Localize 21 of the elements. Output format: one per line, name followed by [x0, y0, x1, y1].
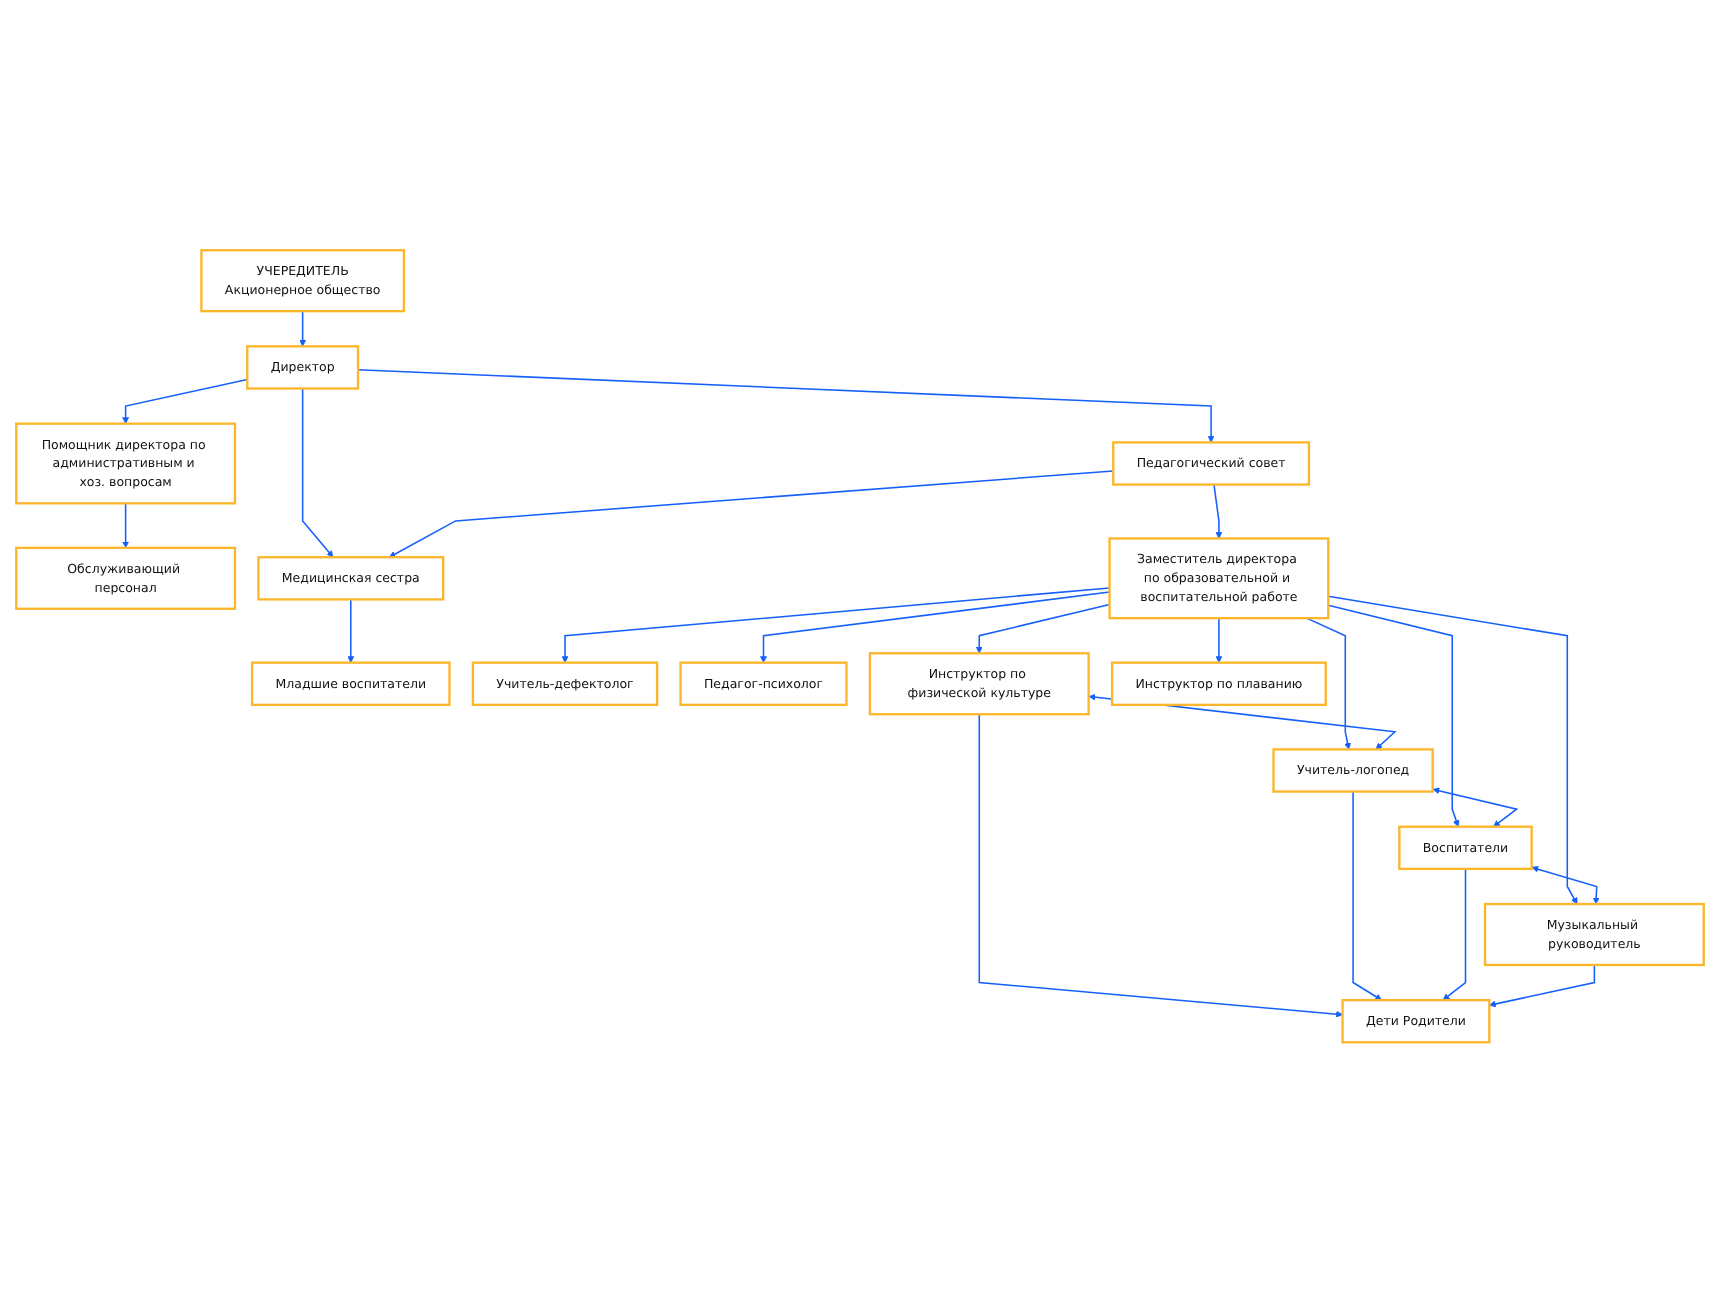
arrow — [975, 604, 1111, 655]
arrow — [1352, 791, 1382, 1002]
arrow — [1327, 596, 1578, 906]
arrow — [561, 587, 1111, 664]
arrow — [1213, 484, 1223, 540]
arrow — [1442, 868, 1467, 1002]
arrow — [357, 369, 1215, 444]
arrow — [1531, 866, 1600, 906]
arrow — [122, 503, 130, 549]
arrow — [122, 379, 249, 425]
arrow — [347, 599, 355, 664]
arrow — [1432, 788, 1519, 828]
arrow — [760, 592, 1111, 664]
arrow — [1305, 618, 1351, 751]
arrow — [299, 311, 307, 348]
arrow — [978, 714, 1343, 1019]
arrow — [1215, 618, 1223, 664]
arrow — [301, 388, 334, 559]
arrow — [1489, 964, 1596, 1009]
arrow — [1327, 605, 1460, 828]
arrow — [388, 470, 1114, 559]
